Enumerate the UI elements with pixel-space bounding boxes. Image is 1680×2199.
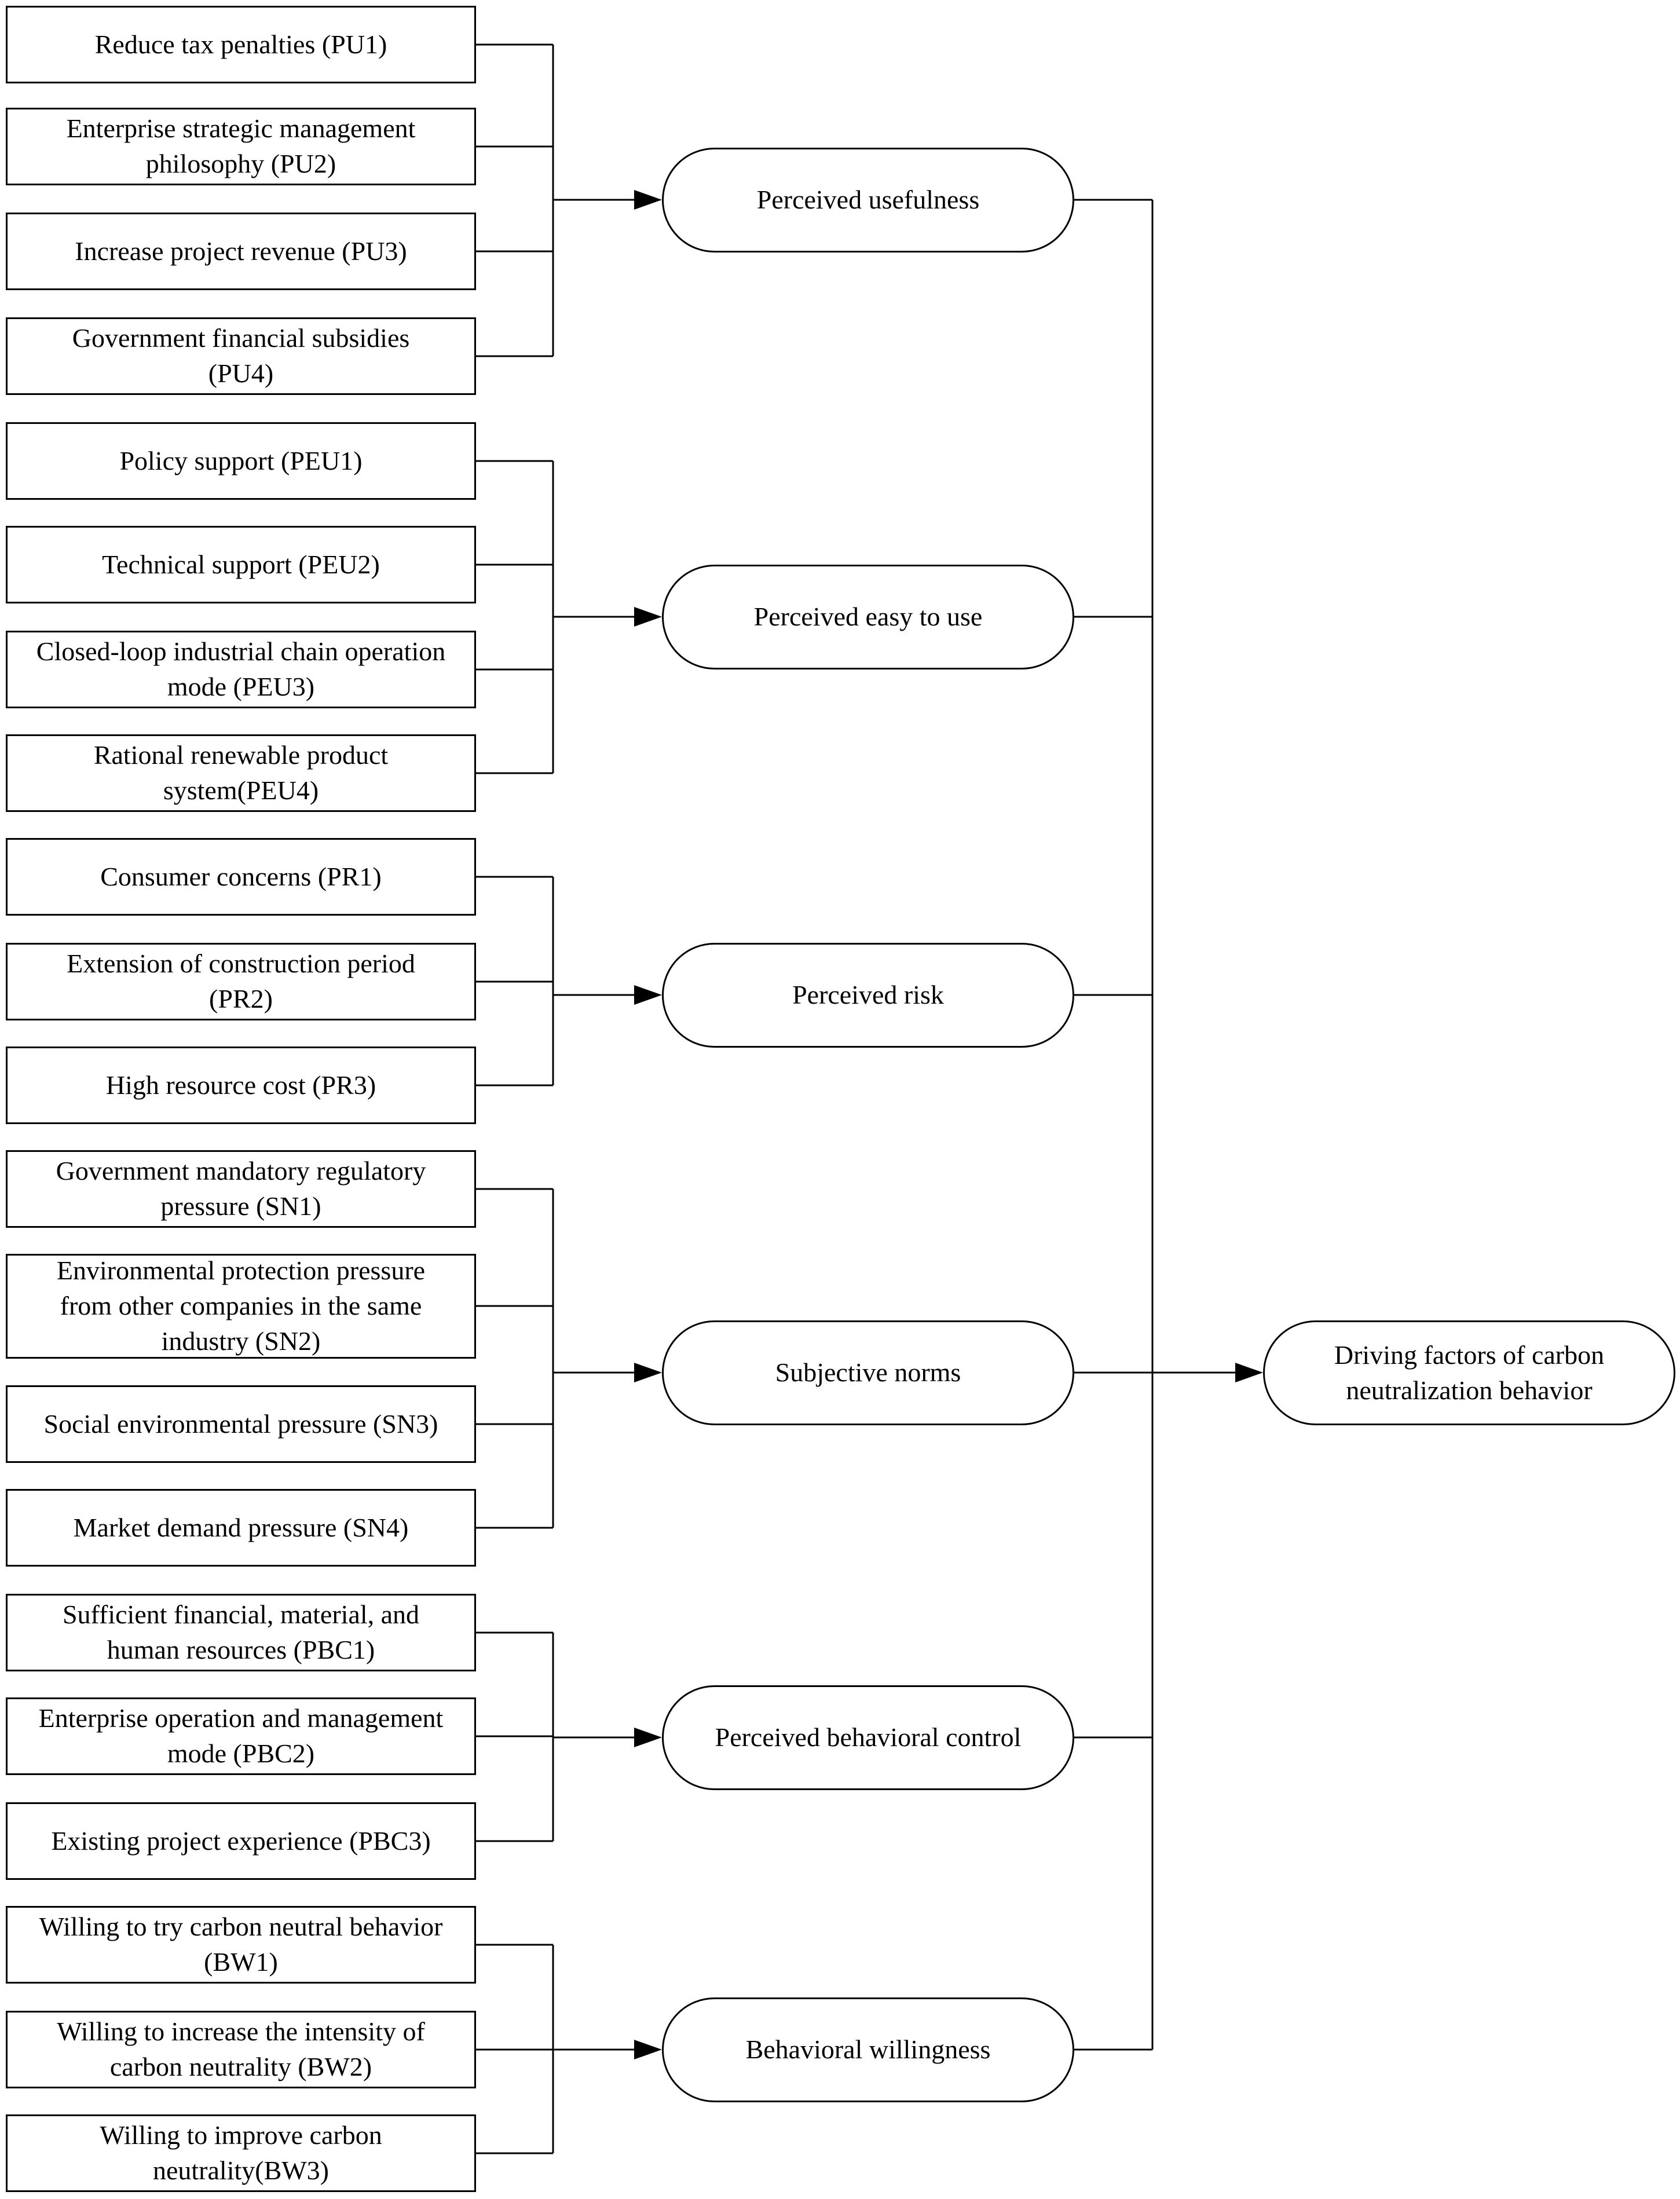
factor-box-pu4: Government financial subsidies (PU4): [6, 317, 476, 395]
factor-box-sn2: Environmental protection pressure from o…: [6, 1254, 476, 1359]
construct-perceived-behavioral-control: Perceived behavioral control: [662, 1685, 1074, 1790]
construct-behavioral-willingness: Behavioral willingness: [662, 1997, 1074, 2102]
construct-subjective-norms: Subjective norms: [662, 1320, 1074, 1425]
factor-box-pbc2: Enterprise operation and management mode…: [6, 1697, 476, 1775]
factor-box-peu3: Closed-loop industrial chain operation m…: [6, 631, 476, 708]
factor-box-sn4: Market demand pressure (SN4): [6, 1489, 476, 1567]
factor-box-pu3: Increase project revenue (PU3): [6, 213, 476, 290]
factor-box-peu1: Policy support (PEU1): [6, 422, 476, 500]
arrow-head-group-4: [634, 1363, 662, 1382]
factor-box-pr1: Consumer concerns (PR1): [6, 838, 476, 916]
factor-box-sn3: Social environmental pressure (SN3): [6, 1385, 476, 1463]
factor-box-pbc3: Existing project experience (PBC3): [6, 1802, 476, 1880]
factor-box-bw2: Willing to increase the intensity of car…: [6, 2011, 476, 2088]
factor-box-pu2: Enterprise strategic management philosop…: [6, 108, 476, 185]
arrow-head-target: [1235, 1363, 1263, 1382]
arrow-head-group-5: [634, 1728, 662, 1747]
construct-perceived-easy-to-use: Perceived easy to use: [662, 565, 1074, 669]
factor-box-pr3: High resource cost (PR3): [6, 1047, 476, 1124]
factor-box-pr2: Extension of construction period (PR2): [6, 943, 476, 1020]
arrow-head-group-1: [634, 190, 662, 210]
factor-box-peu2: Technical support (PEU2): [6, 526, 476, 603]
factor-box-peu4: Rational renewable product system(PEU4): [6, 734, 476, 812]
factor-box-pu1: Reduce tax penalties (PU1): [6, 6, 476, 83]
construct-perceived-risk: Perceived risk: [662, 943, 1074, 1048]
arrow-head-group-3: [634, 985, 662, 1005]
arrow-head-group-6: [634, 2040, 662, 2059]
target-driving-factors: Driving factors of carbon neutralization…: [1263, 1320, 1675, 1425]
factor-box-bw1: Willing to try carbon neutral behavior (…: [6, 1906, 476, 1984]
factor-box-sn1: Government mandatory regulatory pressure…: [6, 1150, 476, 1228]
construct-perceived-usefulness: Perceived usefulness: [662, 148, 1074, 253]
factor-box-bw3: Willing to improve carbon neutrality(BW3…: [6, 2114, 476, 2192]
arrow-head-group-2: [634, 607, 662, 627]
factor-box-pbc1: Sufficient financial, material, and huma…: [6, 1594, 476, 1671]
